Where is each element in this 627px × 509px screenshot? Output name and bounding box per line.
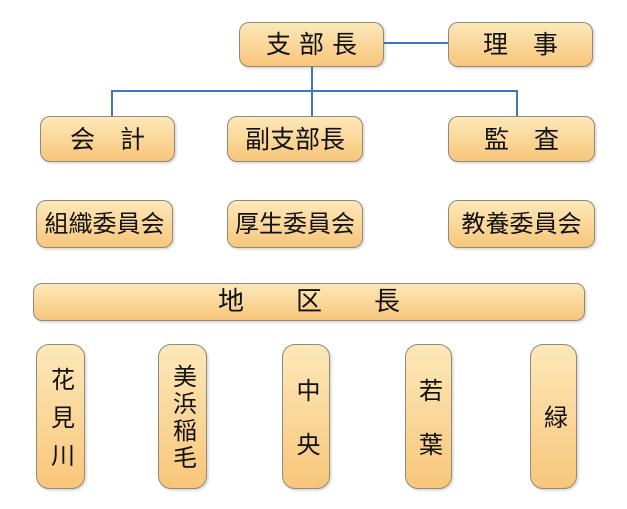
district-mihama-inage-label: 美浜稲毛 [168,364,197,472]
district-midori-box: 緑 [530,344,577,489]
audit-box: 監 査 [448,116,595,162]
district-chuo-label: 中央 [292,377,320,486]
district-chuo-box: 中央 [282,344,330,489]
district-hanamigawa-box: 花見川 [36,344,85,489]
district-wakaba-box: 若葉 [405,344,452,489]
branch-manager-box: 支 部 長 [239,22,384,67]
welfare-committee-box: 厚生委員会 [227,200,363,248]
district-midori-label: 緑 [539,404,568,429]
district-wakaba-label: 若葉 [414,377,443,486]
organization-committee-box: 組織委員会 [36,200,173,248]
connector-accounting-drop-line [111,90,113,116]
connector-root-director-line [384,42,448,44]
district-head-bar: 地 区 長 [33,283,585,321]
district-mihama-inage-box: 美浜稲毛 [158,344,207,489]
culture-committee-box: 教養委員会 [448,200,595,248]
connector-audit-drop-line [516,90,518,116]
deputy-branch-manager-box: 副支部長 [227,116,363,162]
district-hanamigawa-label: 花見川 [46,366,75,481]
director-box: 理 事 [448,22,593,67]
accounting-box: 会 計 [40,116,175,162]
connector-branch-line [112,90,518,92]
